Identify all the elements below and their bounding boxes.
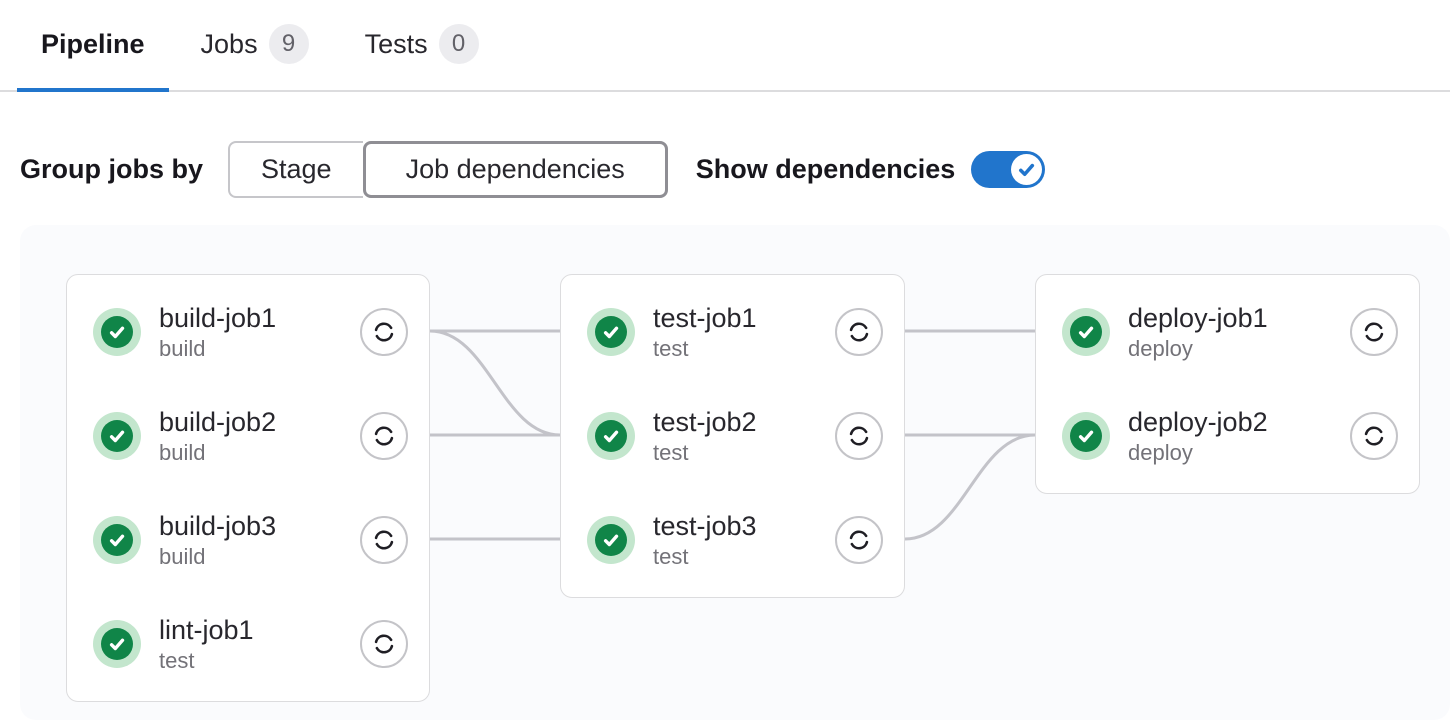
job-name-link[interactable]: test-job3	[653, 511, 757, 541]
show-dependencies-label: Show dependencies	[695, 154, 956, 184]
job-stage-label: build	[159, 440, 206, 465]
job-row: build-job1 build	[67, 280, 429, 384]
status-success-icon	[1062, 308, 1110, 356]
status-success-icon	[93, 308, 141, 356]
job-name-link[interactable]: deploy-job1	[1128, 303, 1268, 333]
job-name-link[interactable]: test-job2	[653, 407, 757, 437]
job-stage-label: deploy	[1128, 336, 1193, 361]
status-success-icon	[93, 516, 141, 564]
job-name-link[interactable]: build-job2	[159, 407, 277, 437]
check-icon	[108, 531, 126, 549]
job-row: test-job2 test	[561, 384, 904, 488]
job-row: test-job1 test	[561, 280, 904, 384]
job-name-link[interactable]: deploy-job2	[1128, 407, 1268, 437]
job-row: test-job3 test	[561, 488, 904, 592]
check-icon	[1077, 323, 1095, 341]
check-icon	[108, 635, 126, 653]
job-stage-label: build	[159, 544, 206, 569]
check-icon	[108, 427, 126, 445]
show-dependencies-toggle[interactable]	[971, 151, 1046, 188]
retry-icon	[1360, 422, 1388, 450]
job-row: lint-job1 test	[67, 592, 429, 696]
tab-jobs-label: Jobs	[200, 28, 258, 59]
group-by-segmented-control: Stage Job dependencies	[228, 141, 668, 198]
status-success-icon	[587, 308, 635, 356]
jobs-count-badge: 9	[268, 24, 309, 64]
tests-count-badge: 0	[438, 24, 479, 64]
job-stage-label: deploy	[1128, 440, 1193, 465]
pipeline-graph: build-job1 build build-job2 build build-…	[20, 225, 1450, 720]
graph-controls: Group jobs by Stage Job dependencies Sho…	[20, 141, 1450, 198]
check-icon	[602, 427, 620, 445]
retry-icon	[845, 526, 873, 554]
job-group-test: test-job1 test test-job2 test test-job3 …	[560, 274, 905, 598]
tab-pipeline[interactable]: Pipeline	[17, 0, 169, 92]
job-stage-label: test	[653, 544, 689, 569]
retry-icon	[370, 422, 398, 450]
retry-icon	[845, 422, 873, 450]
job-row: build-job2 build	[67, 384, 429, 488]
job-name-link[interactable]: build-job3	[159, 511, 277, 541]
retry-icon	[370, 630, 398, 658]
check-icon	[108, 323, 126, 341]
dependency-links-svg	[429, 329, 1036, 541]
check-icon	[602, 323, 620, 341]
tab-tests[interactable]: Tests 0	[341, 0, 503, 92]
toggle-knob	[1011, 154, 1043, 185]
retry-job-button[interactable]	[360, 308, 408, 356]
job-group-build: build-job1 build build-job2 build build-…	[66, 274, 430, 702]
check-icon	[1077, 427, 1095, 445]
job-row: build-job3 build	[67, 488, 429, 592]
job-name-link[interactable]: build-job1	[159, 303, 277, 333]
job-row: deploy-job1 deploy	[1036, 280, 1419, 384]
job-stage-label: test	[159, 648, 195, 673]
retry-job-button[interactable]	[360, 412, 408, 460]
retry-job-button[interactable]	[835, 308, 883, 356]
status-success-icon	[587, 516, 635, 564]
status-success-icon	[93, 620, 141, 668]
job-name-link[interactable]: lint-job1	[159, 615, 254, 645]
job-name-link[interactable]: test-job1	[653, 303, 757, 333]
job-row: deploy-job2 deploy	[1036, 384, 1419, 488]
retry-icon	[370, 526, 398, 554]
job-stage-label: test	[653, 336, 689, 361]
job-group-deploy: deploy-job1 deploy deploy-job2 deploy	[1035, 274, 1420, 494]
group-jobs-by-label: Group jobs by	[20, 154, 204, 184]
job-stage-label: build	[159, 336, 206, 361]
retry-icon	[370, 318, 398, 346]
retry-icon	[1360, 318, 1388, 346]
retry-job-button[interactable]	[360, 620, 408, 668]
status-success-icon	[1062, 412, 1110, 460]
retry-job-button[interactable]	[360, 516, 408, 564]
status-success-icon	[93, 412, 141, 460]
pipeline-tabs: Pipeline Jobs 9 Tests 0	[0, 0, 1450, 92]
retry-icon	[845, 318, 873, 346]
tab-jobs[interactable]: Jobs 9	[177, 0, 333, 92]
status-success-icon	[587, 412, 635, 460]
job-stage-label: test	[653, 440, 689, 465]
retry-job-button[interactable]	[1350, 308, 1398, 356]
retry-job-button[interactable]	[835, 412, 883, 460]
retry-job-button[interactable]	[835, 516, 883, 564]
check-icon	[1017, 160, 1036, 179]
group-by-job-dependencies-button[interactable]: Job dependencies	[362, 141, 668, 198]
tab-tests-label: Tests	[364, 28, 428, 59]
retry-job-button[interactable]	[1350, 412, 1398, 460]
tab-pipeline-label: Pipeline	[41, 28, 145, 59]
group-by-stage-button[interactable]: Stage	[228, 141, 363, 198]
check-icon	[602, 531, 620, 549]
